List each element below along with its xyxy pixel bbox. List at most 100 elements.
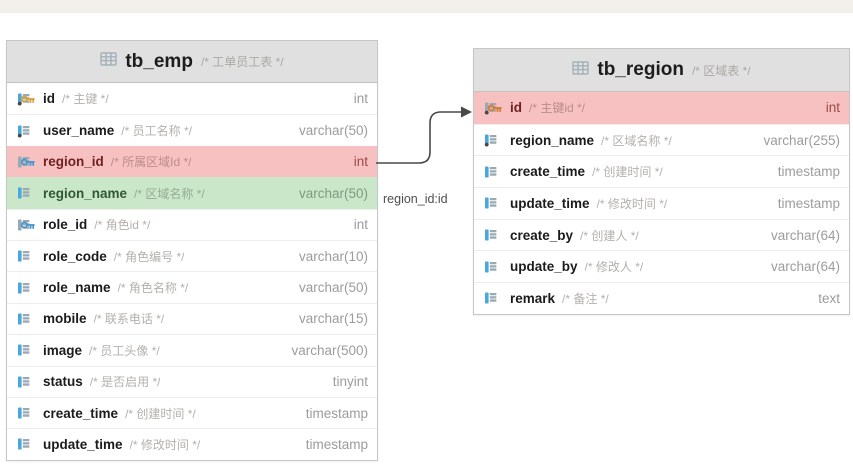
- table-title-comment: /* 区域表 */: [691, 63, 751, 78]
- field-type: varchar(64): [770, 259, 840, 275]
- field-comment: /* 主键id */: [529, 101, 586, 116]
- table-header[interactable]: tb_emp /* 工单员工表 */: [7, 41, 377, 83]
- field-type: int: [353, 91, 368, 107]
- field-comment: /* 主键 */: [62, 92, 109, 107]
- table-icon: [100, 52, 118, 71]
- field-type: text: [818, 290, 840, 306]
- column-icon: [17, 124, 36, 138]
- column-icon: [17, 375, 36, 389]
- field-type: varchar(64): [770, 227, 840, 243]
- table-row[interactable]: create_time /* 创建时间 */ timestamp: [7, 396, 377, 429]
- field-comment: /* 创建时间 */: [125, 406, 196, 421]
- table-title: tb_emp: [125, 50, 193, 72]
- table-row[interactable]: region_id /* 所属区域Id */ int: [7, 145, 377, 178]
- field-comment: /* 员工头像 */: [89, 343, 160, 358]
- table-rows: id /* 主键 */ int user_name /* 员工名称 */ var…: [7, 83, 377, 460]
- table-title: tb_region: [597, 59, 684, 80]
- top-toolbar-strip: [0, 0, 853, 13]
- column-icon: [17, 343, 36, 357]
- field-name: create_time: [43, 405, 119, 421]
- table-row[interactable]: remark /* 备注 */ text: [474, 282, 849, 314]
- column-icon: [484, 165, 503, 179]
- column-icon: [484, 228, 503, 242]
- field-comment: /* 员工名称 */: [121, 124, 192, 139]
- table-row[interactable]: image /* 员工头像 */ varchar(500): [7, 334, 377, 366]
- field-comment: /* 联系电话 */: [93, 312, 165, 327]
- table-row[interactable]: role_id /* 角色id */ int: [7, 208, 377, 240]
- field-name: update_time: [43, 436, 123, 452]
- table-row[interactable]: id /* 主键id */ int: [474, 92, 849, 124]
- field-type: timestamp: [305, 405, 368, 421]
- table-row[interactable]: region_name /* 区域名称 */ varchar(50): [7, 177, 377, 209]
- table-row[interactable]: role_name /* 角色名称 */ varchar(50): [7, 271, 377, 303]
- field-name: create_by: [510, 227, 574, 243]
- column-icon: [17, 312, 36, 326]
- table-node-tb-emp[interactable]: tb_emp /* 工单员工表 */ id /* 主键 */ int user_…: [6, 40, 378, 461]
- column-icon: [17, 406, 36, 420]
- field-name: user_name: [43, 123, 115, 139]
- table-rows: id /* 主键id */ int region_name /* 区域名称 */…: [474, 92, 849, 314]
- field-type: varchar(50): [298, 185, 368, 201]
- field-type: varchar(500): [291, 342, 368, 358]
- field-comment: /* 创建时间 */: [592, 165, 663, 180]
- field-type: varchar(15): [298, 311, 368, 327]
- field-name: image: [43, 342, 83, 358]
- table-row[interactable]: update_time /* 修改时间 */ timestamp: [474, 187, 849, 219]
- field-type: int: [353, 154, 368, 170]
- column-icon: [17, 281, 36, 295]
- field-comment: /* 所属区域Id */: [110, 155, 192, 170]
- field-type: varchar(50): [298, 123, 368, 139]
- field-name: region_name: [43, 185, 128, 201]
- column-icon: [484, 196, 503, 210]
- primary-key-icon: [484, 101, 503, 115]
- column-icon: [484, 260, 503, 274]
- field-name: update_by: [510, 259, 578, 275]
- primary-key-icon: [17, 92, 36, 106]
- field-type: tinyint: [332, 374, 368, 390]
- field-name: region_name: [510, 132, 595, 148]
- field-name: update_time: [510, 195, 590, 211]
- table-row[interactable]: create_by /* 创建人 */ varchar(64): [474, 218, 849, 251]
- field-type: int: [825, 100, 840, 116]
- column-icon: [17, 186, 36, 200]
- field-type: varchar(50): [298, 280, 368, 296]
- column-icon: [17, 249, 36, 263]
- field-name: id: [43, 91, 55, 107]
- field-comment: /* 修改人 */: [584, 260, 644, 275]
- field-type: varchar(255): [763, 132, 840, 148]
- table-row[interactable]: create_time /* 创建时间 */ timestamp: [474, 155, 849, 188]
- field-name: region_id: [43, 154, 104, 170]
- table-row[interactable]: mobile /* 联系电话 */ varchar(15): [7, 302, 377, 335]
- table-icon: [572, 60, 590, 80]
- table-header[interactable]: tb_region /* 区域表 */: [474, 49, 849, 92]
- table-row[interactable]: id /* 主键 */ int: [7, 83, 377, 115]
- table-row[interactable]: user_name /* 员工名称 */ varchar(50): [7, 114, 377, 146]
- field-comment: /* 角色名称 */: [117, 281, 189, 296]
- field-name: create_time: [510, 164, 586, 180]
- field-type: timestamp: [777, 164, 840, 180]
- table-row[interactable]: region_name /* 区域名称 */ varchar(255): [474, 123, 849, 156]
- relationship-label: region_id:id: [383, 192, 448, 206]
- table-row[interactable]: status /* 是否启用 */ tinyint: [7, 365, 377, 397]
- field-type: timestamp: [305, 436, 368, 452]
- field-comment: /* 角色id */: [94, 218, 151, 233]
- field-name: role_name: [43, 280, 111, 296]
- table-row[interactable]: role_code /* 角色编号 */ varchar(10): [7, 239, 377, 272]
- column-icon: [17, 437, 36, 451]
- foreign-key-icon: [17, 218, 36, 232]
- field-name: mobile: [43, 311, 87, 327]
- field-comment: /* 创建人 */: [580, 228, 639, 243]
- column-icon: [484, 133, 503, 147]
- table-title-comment: /* 工单员工表 */: [200, 55, 284, 69]
- field-name: remark: [510, 290, 556, 306]
- table-node-tb-region[interactable]: tb_region /* 区域表 */ id /* 主键id */ int re…: [473, 48, 850, 315]
- field-name: id: [510, 100, 522, 116]
- field-type: int: [353, 217, 368, 233]
- field-comment: /* 是否启用 */: [89, 375, 161, 390]
- field-comment: /* 备注 */: [562, 291, 609, 306]
- table-row[interactable]: update_by /* 修改人 */ varchar(64): [474, 250, 849, 283]
- field-type: varchar(10): [298, 248, 368, 264]
- field-type: timestamp: [777, 195, 840, 211]
- table-row[interactable]: update_time /* 修改时间 */ timestamp: [7, 428, 377, 460]
